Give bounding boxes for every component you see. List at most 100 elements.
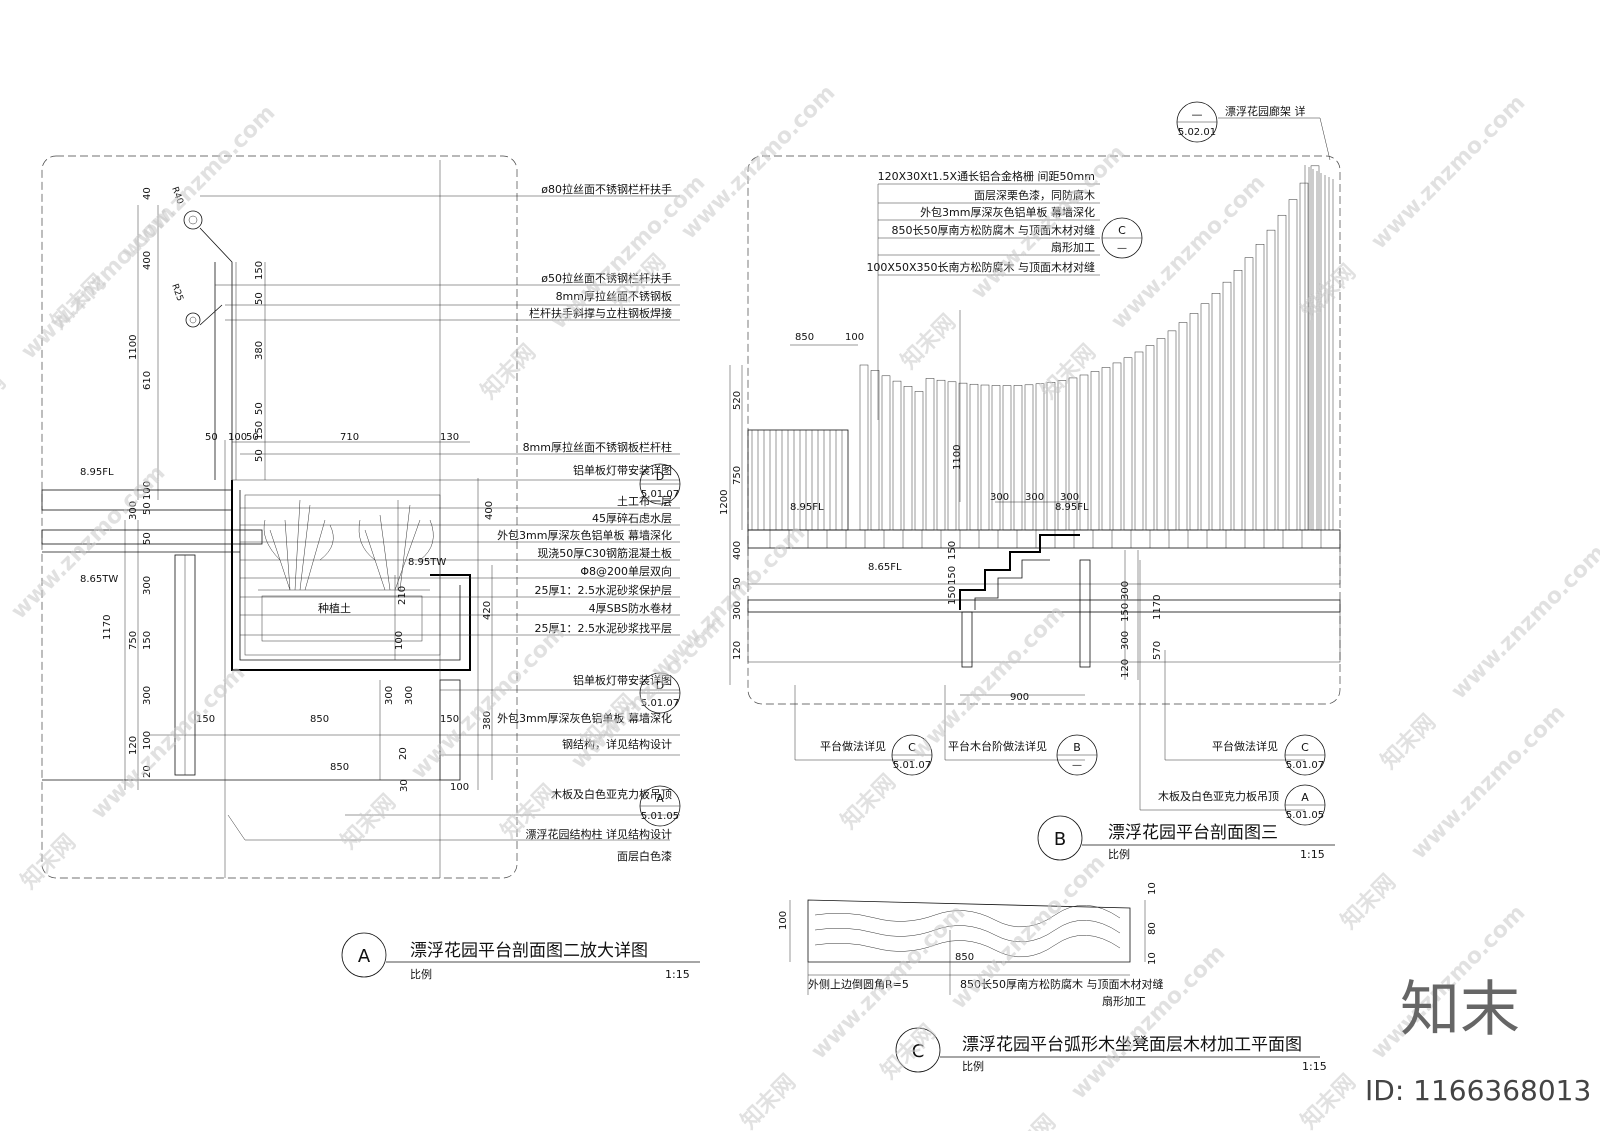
image-id: ID: 1166368013 (1365, 1074, 1591, 1107)
watermark-text: www.znzmo.com (87, 660, 251, 824)
title-block-c: C 漂浮花园平台弧形木坐凳面层木材加工平面图 比例 1:15 (895, 1027, 1327, 1073)
grille-slat (1013, 385, 1023, 531)
dim-label: 850 (795, 332, 814, 343)
watermark-text: www.znzmo.com (1107, 170, 1271, 334)
grille-slat (1024, 384, 1034, 531)
panel-b-title: 漂浮花园平台剖面图三 (1108, 823, 1278, 843)
plant-icon (263, 499, 434, 591)
dim-label: 1200 (719, 490, 730, 515)
grille-slat (881, 375, 891, 531)
bubble-bottom: 5.02.01 (1178, 127, 1216, 138)
dim-label: 50 (205, 432, 218, 443)
bubble-top: — (1192, 108, 1203, 121)
callout-c-label: 扇形加工 (1102, 994, 1146, 1008)
panel-b-section (729, 117, 1341, 811)
dim-label: 300 (990, 492, 1009, 503)
dim-label: 50 (254, 449, 265, 462)
radius-label: R25 (169, 283, 184, 303)
dim-label: 300 (384, 686, 395, 705)
bubble-bottom: — (1072, 760, 1082, 771)
dim-label: 520 (732, 391, 743, 410)
watermark-brand: 知末网 (836, 769, 901, 834)
grille-slat (969, 383, 979, 531)
brand-logo: 知末 (1400, 975, 1520, 1045)
panel-a-circle: A (358, 946, 371, 967)
panel-b-bottom-leaders (794, 560, 1305, 811)
dim-label: 50 (732, 577, 743, 590)
dim-label: 100 (778, 911, 789, 930)
panel-a-title: 漂浮花园平台剖面图二放大详图 (410, 941, 648, 961)
panel-b-scale-label: 比例 (1108, 847, 1130, 861)
panel-b-callouts: 120X30Xt1.5X通长铝合金格栅 间距50mm面层深栗色漆，同防腐木外包3… (790, 104, 1306, 803)
plant-soil-label: 种植土 (318, 601, 351, 615)
watermark-brand: 知末网 (1336, 869, 1401, 934)
dim-label: 1100 (128, 335, 139, 360)
watermark-text: www.znzmo.com (1367, 90, 1531, 254)
dim-label: 1100 (952, 445, 963, 470)
watermark-text: www.znzmo.com (677, 80, 841, 244)
watermark-brand: 知末网 (876, 1019, 941, 1084)
dim-label: 300 (404, 686, 415, 705)
bubble-bottom: — (1117, 243, 1127, 254)
dim-label: 130 (440, 432, 459, 443)
callout-b-label: 120X30Xt1.5X通长铝合金格栅 间距50mm (878, 169, 1095, 183)
dim-label: 300 (1060, 492, 1079, 503)
callout-a-label: 钢结构，详见结构设计 (562, 737, 672, 751)
dim-label: 710 (340, 432, 359, 443)
watermark-brand: 知末网 (0, 629, 1, 694)
dim-label: 850 (310, 714, 329, 725)
level-label: 8.65FL (868, 562, 902, 573)
dim-label: 380 (482, 711, 493, 730)
dim-label: 20 (142, 765, 153, 778)
dim-label: 300 (1120, 631, 1131, 650)
callout-a-label: 铝单板灯带安装详图 (573, 673, 672, 687)
bubble-top: A (1301, 791, 1309, 804)
reference-bubble: — 5.02.01 (1176, 101, 1218, 143)
title-block-a: A 漂浮花园平台剖面图二放大详图 比例 1:15 (341, 932, 700, 981)
level-label: 8.95FL (1055, 502, 1089, 513)
grille-slat (925, 378, 935, 531)
watermark-brand: 知末网 (336, 789, 401, 854)
dim-label: 120 (1120, 659, 1131, 678)
callout-a-label: 漂浮花园结构柱 详见结构设计 (526, 827, 673, 841)
bubble-top: D (656, 679, 664, 692)
watermark-brand: 知末网 (0, 369, 11, 434)
reference-bubble: A5.01.05 (639, 785, 681, 827)
dim-label: 100 (450, 782, 469, 793)
handrail-80-icon (183, 210, 203, 230)
panel-c-plan (789, 899, 1146, 995)
grille-slat (1090, 371, 1100, 531)
dim-label: 100 (142, 481, 153, 500)
reference-bubbles: D5.01.07D5.01.07A5.01.05—5.02.01C—C5.01.… (639, 101, 1326, 827)
reference-bubble: C5.01.07 (891, 734, 933, 776)
grille-slat (1310, 165, 1320, 531)
column-b1 (961, 611, 973, 668)
timber-steps (959, 534, 1080, 610)
dim-label: 100 (228, 432, 247, 443)
dim-label: 150 (947, 586, 958, 605)
panel-b-scale: 1:15 (1300, 848, 1325, 861)
callout-a-label: 25厚1：2.5水泥砂浆找平层 (535, 621, 673, 635)
watermark-brand: 知末网 (1376, 709, 1441, 774)
dim-label: 750 (732, 466, 743, 485)
level-label: 8.95TW (408, 557, 446, 568)
handrail-50-icon (185, 312, 201, 328)
dim-label: 50 (142, 532, 153, 545)
top-ref-label: 漂浮花园廊架 详 (1225, 104, 1306, 118)
dim-label: 10 (1147, 882, 1158, 895)
bubble-top: B (1073, 741, 1081, 754)
bubble-top: A (656, 792, 664, 805)
dim-label: 850 (330, 762, 349, 773)
callout-a-label: 面层白色漆 (617, 849, 672, 863)
watermark-brand: 知末网 (736, 1069, 801, 1131)
callout-a-label: 8mm厚拉丝面不锈钢板栏杆柱 (523, 440, 672, 454)
dim-label: 300 (142, 576, 153, 595)
grille-slat (914, 391, 924, 531)
dim-label: 1170 (1152, 595, 1163, 620)
callout-c-label: 850长50厚南方松防腐木 与顶面木材对缝 (960, 977, 1164, 991)
callout-a-label: 铝单板灯带安装详图 (573, 463, 672, 477)
reference-bubble: C— (1101, 217, 1143, 259)
bubble-top: D (656, 470, 664, 483)
